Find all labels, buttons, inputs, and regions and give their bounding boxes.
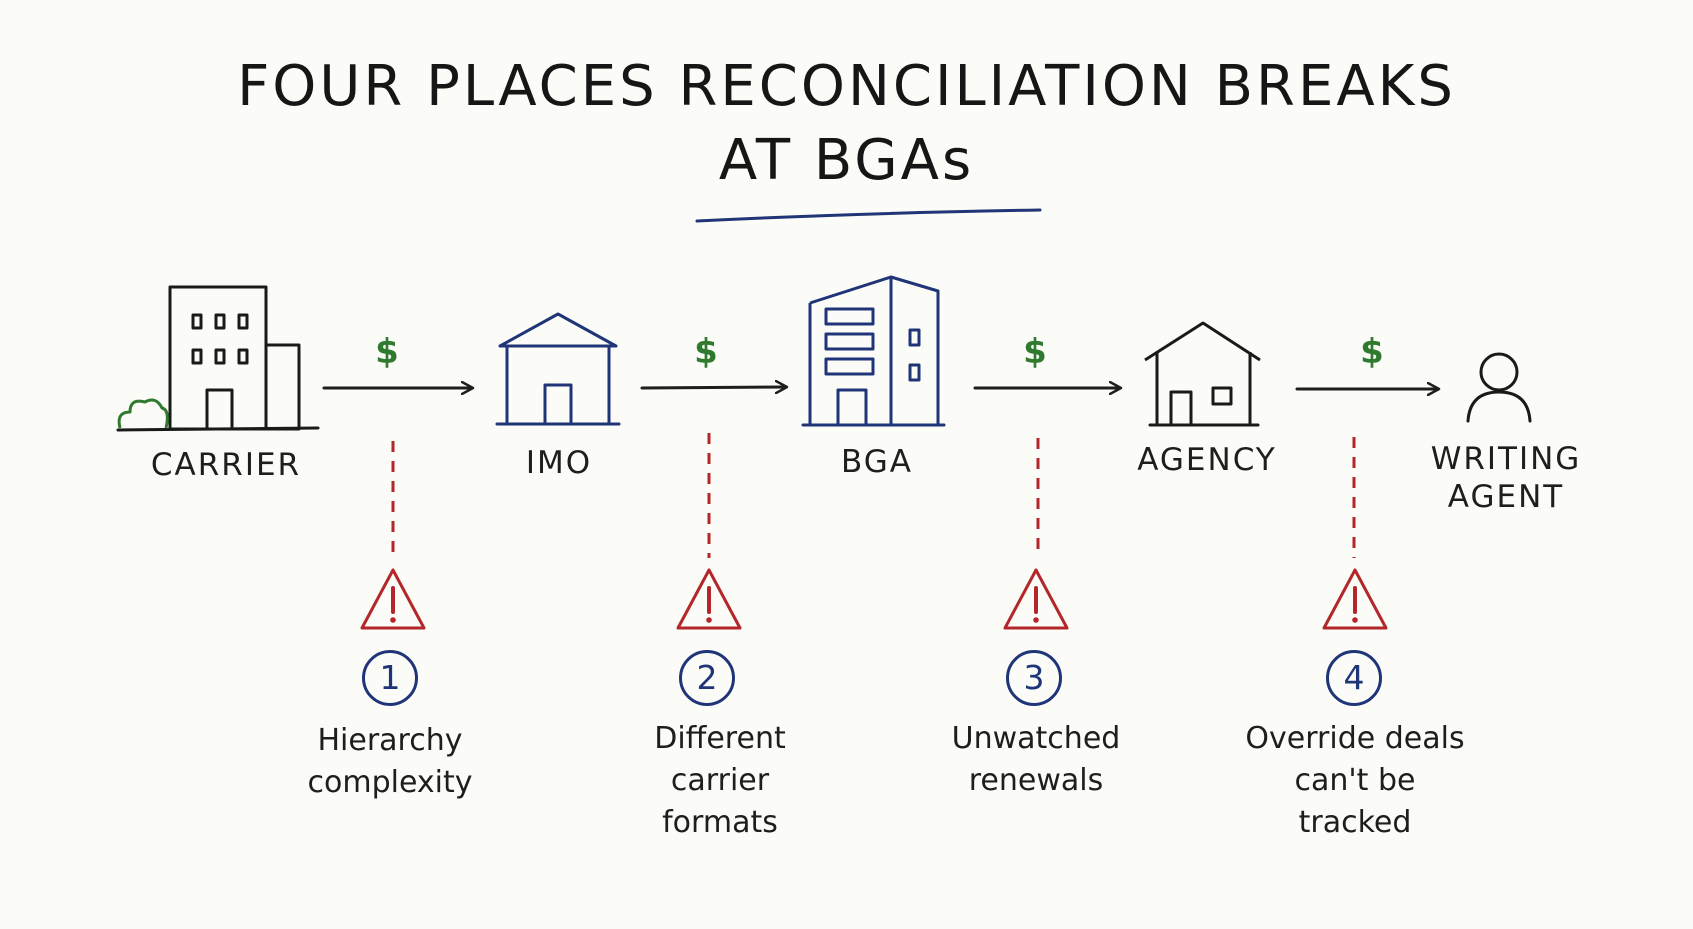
break-number-3: 3 <box>1006 650 1062 706</box>
house-icon <box>1144 321 1261 427</box>
node-label-writing-agent: WRITING AGENT <box>1430 441 1582 515</box>
warning-icon <box>1003 568 1069 630</box>
diagram-title-line-2: AT BGAs <box>718 128 975 193</box>
tall-building-icon <box>801 275 946 427</box>
break-description-3: Unwatched renewals <box>951 721 1121 798</box>
break-description-1: Hierarchy complexity <box>307 723 473 800</box>
warning-icon <box>676 568 742 630</box>
title-underline <box>695 208 1042 223</box>
node-label-carrier: CARRIER <box>150 447 302 483</box>
break-number-1: 1 <box>362 650 418 706</box>
office-building-icon <box>116 285 320 432</box>
break-number-2: 2 <box>679 650 735 706</box>
arrow-imo-to-bga <box>640 387 786 388</box>
diagram-title-line-1: FOUR PLACES RECONCILIATION BREAKS <box>237 54 1456 119</box>
break-number-4: 4 <box>1326 650 1382 706</box>
dollar-flow-1: $ <box>375 332 399 372</box>
break-description-4: Override deals can't be tracked <box>1245 721 1465 840</box>
person-icon <box>1466 352 1532 423</box>
node-label-agency: AGENCY <box>1137 442 1277 478</box>
flow-arrows <box>322 387 1438 389</box>
node-label-imo: IMO <box>525 445 593 481</box>
dollar-flow-3: $ <box>1023 332 1047 372</box>
warehouse-icon <box>495 312 621 426</box>
dollar-flow-2: $ <box>694 332 718 372</box>
dollar-flow-4: $ <box>1360 332 1384 372</box>
warning-icon <box>1322 568 1388 630</box>
node-label-bga: BGA <box>841 444 913 480</box>
break-description-2: Different carrier formats <box>654 721 786 840</box>
break-connectors <box>391 433 1356 558</box>
warning-icon <box>360 568 426 630</box>
